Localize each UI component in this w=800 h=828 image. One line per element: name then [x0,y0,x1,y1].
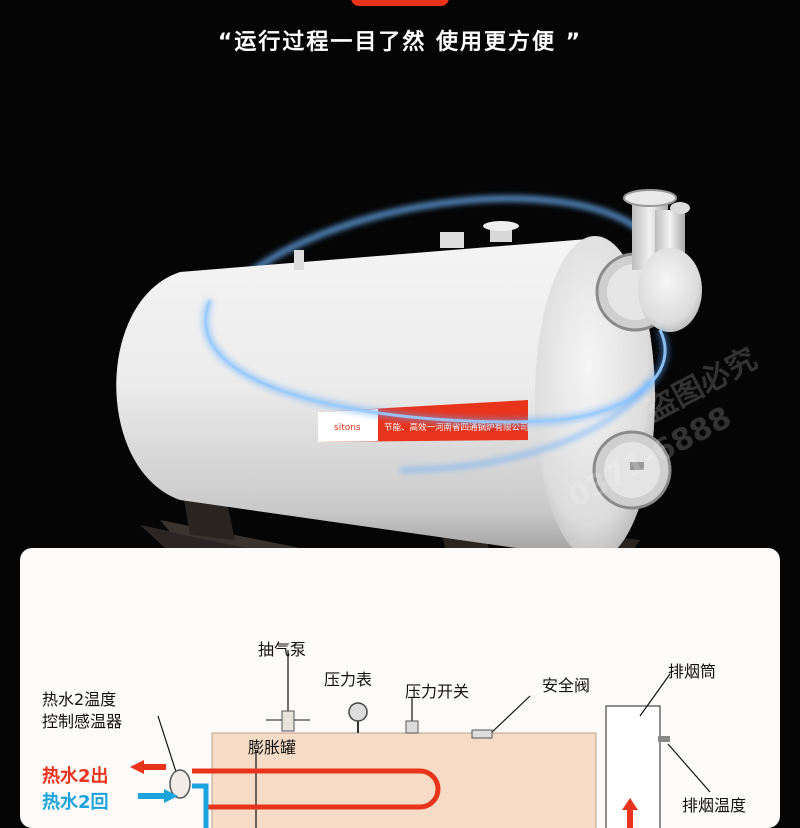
cold-water-line [192,783,209,828]
hot-out-arrow [130,760,144,774]
diagram-drawing [130,650,711,828]
label-pressure-switch: 压力开关 [405,682,470,701]
banner-logo: sitons [334,423,361,433]
label-vacuum-pump: 抽气泵 [258,640,307,659]
pressure-gauge-icon [348,702,368,722]
label-hot-water-return: 热水2回 [42,792,109,813]
top-tab-accent [351,0,449,6]
banner-text: 节能、高效一河南省四通锅炉有限公司 [384,422,529,433]
label-exhaust-temp: 排烟温度 [682,796,747,815]
slogan-heading: “运行过程一目了然 使用更方便 ” [217,30,583,55]
label-sensor-line2: 控制感温器 [42,712,123,731]
diagram-panel: 抽气泵 压力表 压力开关 安全阀 排烟筒 热水2温度 控制感温器 膨胀罐 热水2… [20,548,780,828]
label-safety-valve: 安全阀 [542,676,591,695]
label-chimney: 排烟筒 [668,662,717,681]
label-pressure-gauge: 压力表 [324,670,373,689]
label-expansion-tank: 膨胀罐 [248,738,297,757]
label-sensor-line1: 热水2温度 [42,690,117,709]
exhaust-elbow-pipe [623,189,702,332]
label-hot-water-out: 热水2出 [42,766,109,787]
front-hatch-lower [592,430,672,510]
